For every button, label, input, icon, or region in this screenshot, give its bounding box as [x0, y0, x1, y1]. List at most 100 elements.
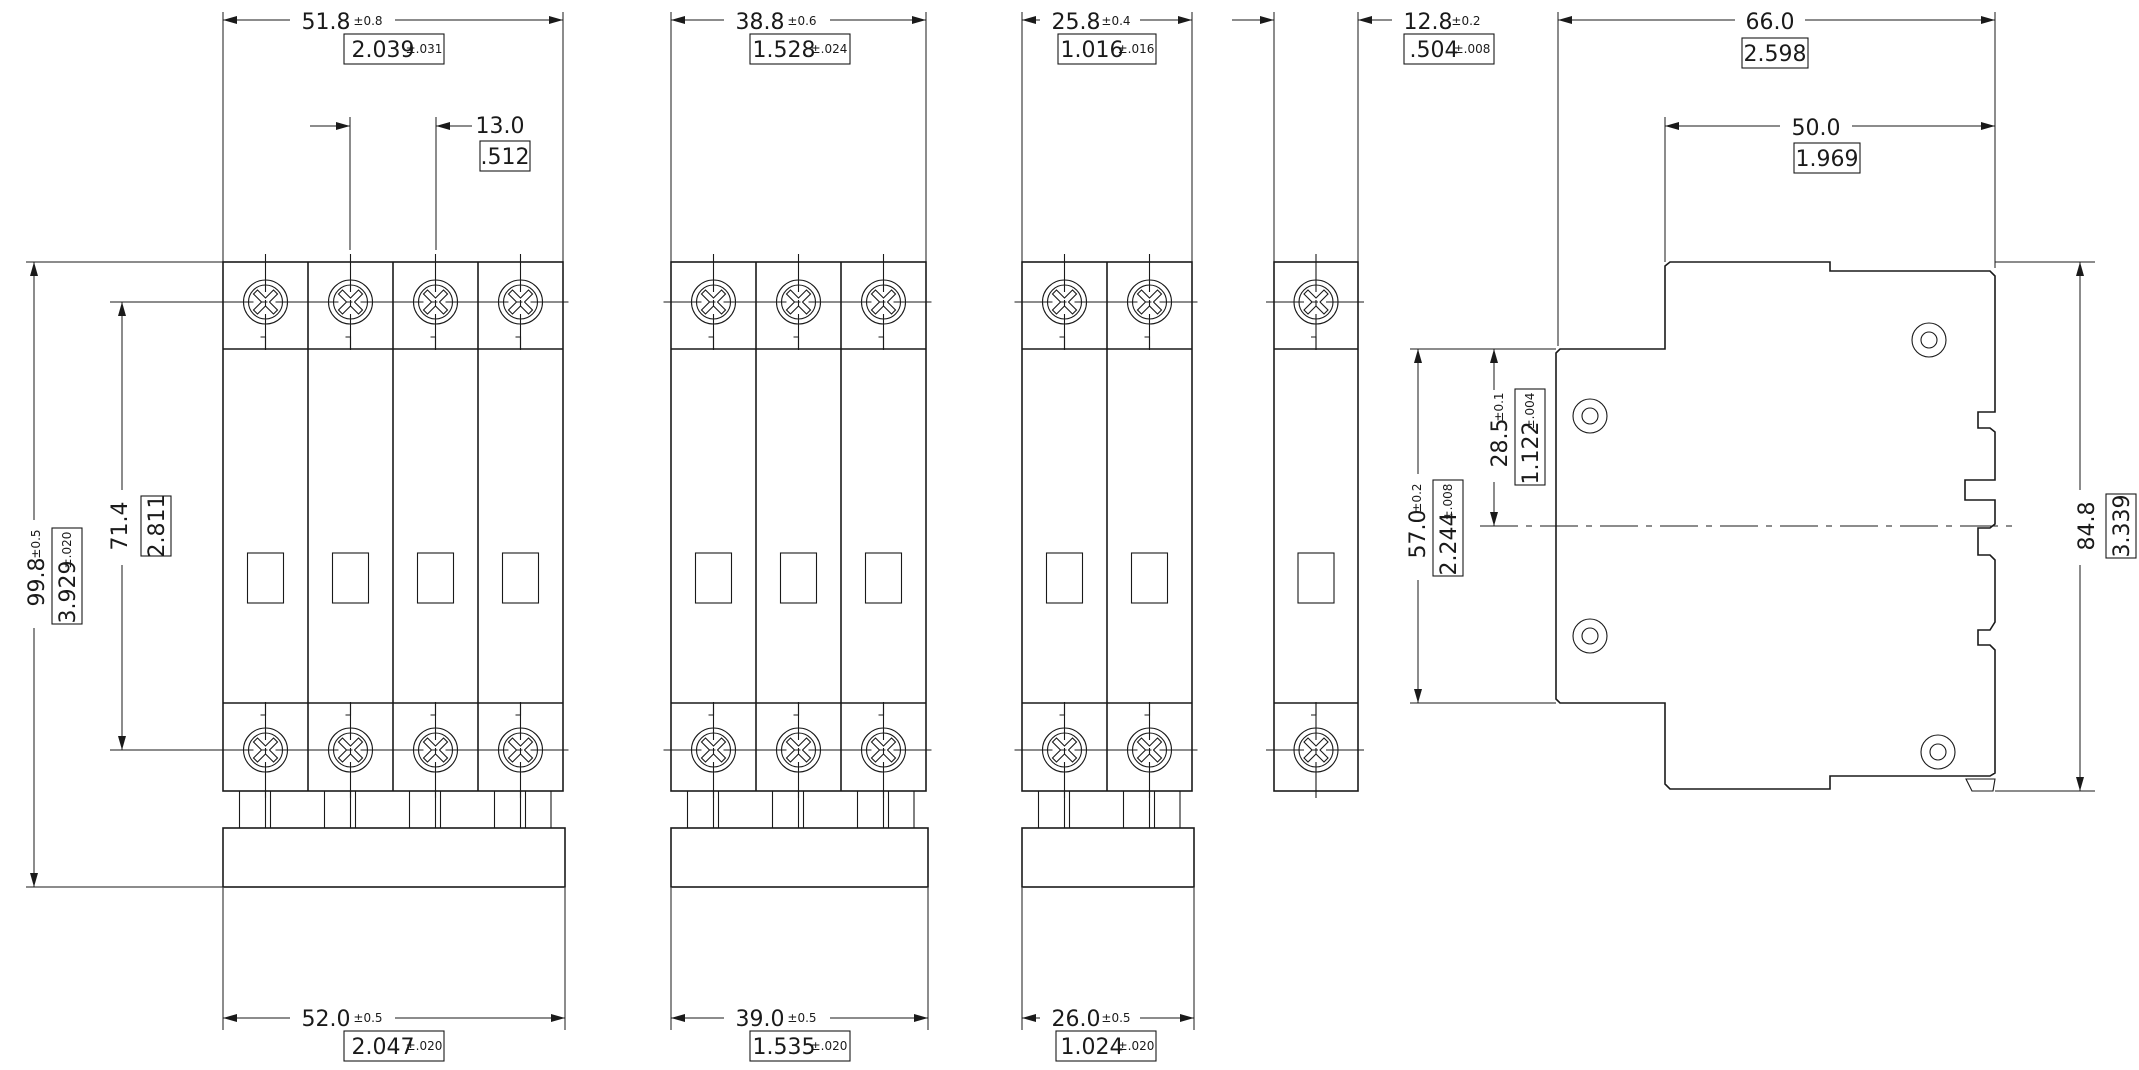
top-terminal-screw	[663, 254, 764, 350]
svg-text:1.969: 1.969	[1796, 147, 1859, 172]
svg-text:50.0: 50.0	[1792, 116, 1841, 141]
svg-text:±.008: ±.008	[1441, 484, 1455, 521]
module-3-pole	[663, 254, 934, 888]
indicator-window	[331, 552, 370, 604]
side-view-rail-clip	[1965, 778, 1996, 792]
dimline-side-height	[2076, 262, 2084, 791]
svg-text:38.8: 38.8	[736, 10, 785, 35]
dimline-rail-height	[1414, 349, 1422, 703]
indicator-window	[1297, 552, 1335, 604]
side-view-outline	[1555, 261, 1996, 790]
dim-rail-height: 57.0 ±0.2 2.244 ±.008	[1406, 479, 1464, 577]
bottom-terminal-screw	[300, 702, 401, 798]
side-hole-upper-left-inner	[1581, 407, 1599, 425]
dim-side-height: 84.8 3.339	[2075, 493, 2137, 559]
indicator-window	[416, 552, 455, 604]
svg-text:2.039: 2.039	[352, 38, 415, 63]
svg-text:2.047: 2.047	[352, 1035, 415, 1060]
svg-text:±0.6: ±0.6	[787, 14, 816, 28]
extension-lines	[26, 12, 2095, 1030]
svg-text:3.339: 3.339	[2110, 495, 2135, 558]
svg-text:12.8: 12.8	[1404, 10, 1453, 35]
svg-text:±0.8: ±0.8	[353, 14, 382, 28]
svg-text:±.031: ±.031	[406, 42, 443, 56]
svg-text:±.016: ±.016	[1118, 42, 1155, 56]
indicator-window	[501, 552, 540, 604]
dimline-side-width-base	[1665, 122, 1995, 130]
svg-text:±0.2: ±0.2	[1410, 483, 1424, 512]
bottom-terminal-screw	[663, 702, 764, 798]
top-terminal-screw	[1099, 254, 1200, 350]
bottom-terminal-screw	[748, 702, 849, 798]
module-2-pole	[1014, 254, 1200, 888]
module-4-pole	[215, 254, 571, 888]
module-4-pole-busbar	[222, 827, 566, 888]
svg-text:±.008: ±.008	[1454, 42, 1491, 56]
module-1-pole	[1266, 254, 1366, 798]
svg-text:1.024: 1.024	[1061, 1035, 1124, 1060]
bottom-terminal-screw	[1014, 702, 1115, 798]
svg-text:52.0: 52.0	[302, 1007, 351, 1032]
indicator-window	[1045, 552, 1084, 604]
bottom-terminal-screw	[1099, 702, 1200, 798]
svg-text:±.020: ±.020	[60, 532, 74, 569]
dim-width-3pole-bottom: 39.0 ±0.5 1.535 ±.020	[736, 1007, 851, 1062]
dimline-width-3pole-bottom	[671, 1014, 928, 1022]
side-hole-upper-left	[1572, 398, 1608, 434]
svg-text:±.024: ±.024	[811, 42, 848, 56]
top-terminal-screw	[385, 254, 486, 350]
svg-text:51.8: 51.8	[302, 10, 351, 35]
indicator-window	[694, 552, 733, 604]
top-terminal-screw	[833, 254, 934, 350]
front-views	[215, 254, 1366, 888]
module-3-pole-busbar	[670, 827, 929, 888]
svg-text:2.244: 2.244	[1437, 513, 1462, 576]
side-hole-top-right-inner	[1920, 331, 1938, 349]
dimline-width-4pole-bottom	[223, 1014, 565, 1022]
indicator-window	[1130, 552, 1169, 604]
top-terminal-screw	[300, 254, 401, 350]
dimline-side-width	[1558, 16, 1995, 24]
side-hole-lower-left	[1572, 618, 1608, 654]
dimline-width-4pole-top	[223, 16, 563, 24]
svg-text:1.122: 1.122	[1519, 422, 1544, 485]
bottom-terminal-screw	[385, 702, 486, 798]
svg-text:1.528: 1.528	[753, 38, 816, 63]
dimline-width-2pole-bottom	[1022, 1014, 1194, 1022]
svg-text:1.535: 1.535	[753, 1035, 816, 1060]
svg-text:±.020: ±.020	[811, 1039, 848, 1053]
indicator-window	[779, 552, 818, 604]
side-hole-lower-left-inner	[1581, 627, 1599, 645]
dim-rail-half: 28.5 ±0.1 1.122 ±.004	[1488, 388, 1546, 486]
dim-side-width: 66.0 2.598	[1741, 10, 1809, 69]
bottom-terminal-screw	[1266, 702, 1366, 798]
side-hole-top-right	[1911, 322, 1947, 358]
svg-text:±0.5: ±0.5	[353, 1011, 382, 1025]
dimline-rail-half	[1490, 349, 1498, 526]
svg-text:±0.4: ±0.4	[1101, 14, 1130, 28]
svg-text:66.0: 66.0	[1746, 10, 1795, 35]
svg-text:.504: .504	[1410, 38, 1459, 63]
svg-text:±0.5: ±0.5	[787, 1011, 816, 1025]
top-terminal-screw	[1266, 254, 1366, 350]
dimline-terminal-span	[118, 302, 126, 750]
dimline-width-1pole-top	[1232, 16, 1392, 24]
bottom-terminal-screw	[833, 702, 934, 798]
side-hole-bottom-right-inner	[1929, 743, 1947, 761]
dim-width-2pole-bottom: 26.0 ±0.5 1.024 ±.020	[1052, 1007, 1157, 1062]
side-view	[1480, 261, 2015, 792]
svg-text:26.0: 26.0	[1052, 1007, 1101, 1032]
dim-width-4pole-top: 51.8 ±0.8 2.039 ±.031	[302, 10, 445, 65]
dim-width-3pole-top: 38.8 ±0.6 1.528 ±.024	[736, 10, 851, 65]
dimension-lines	[30, 16, 2084, 1022]
indicator-window	[246, 552, 285, 604]
svg-text:±.004: ±.004	[1523, 393, 1537, 430]
bottom-terminal-screw	[470, 702, 571, 798]
svg-text:±0.5: ±0.5	[29, 529, 43, 558]
svg-text:71.4: 71.4	[108, 502, 133, 551]
svg-text:99.8: 99.8	[25, 558, 50, 607]
svg-text:1.016: 1.016	[1061, 38, 1124, 63]
svg-text:3.929: 3.929	[56, 561, 81, 624]
svg-text:±0.2: ±0.2	[1451, 14, 1480, 28]
svg-text:84.8: 84.8	[2075, 502, 2100, 551]
